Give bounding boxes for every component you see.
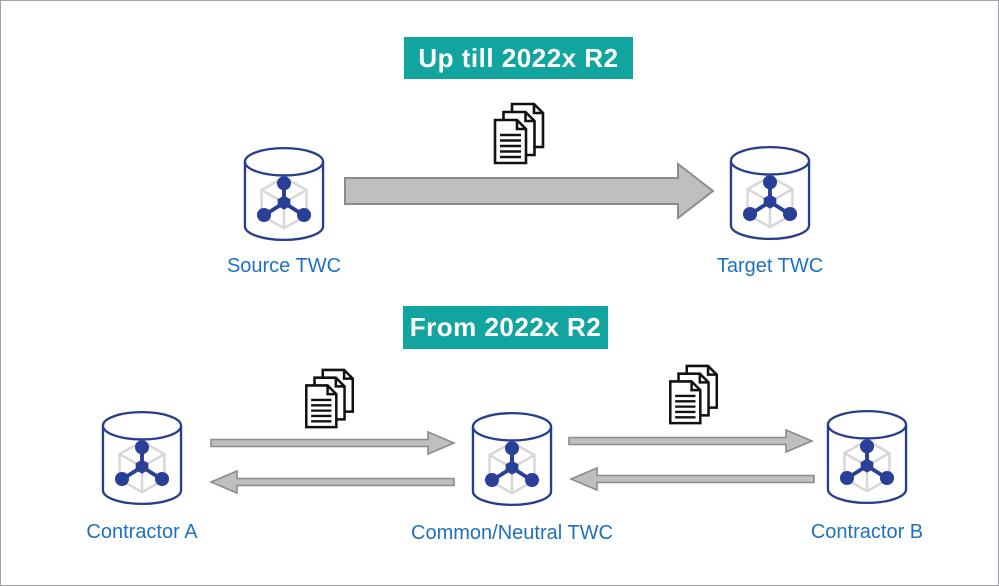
document-stack-icon xyxy=(304,368,357,430)
twc-database-icon xyxy=(826,408,908,506)
node-source-twc: Source TWC xyxy=(227,145,341,277)
node-label-common-neutral-twc: Common/Neutral TWC xyxy=(411,522,613,544)
document-stack-icon xyxy=(668,364,721,426)
arrow-contractor-a-to-common xyxy=(210,430,456,456)
node-contractor-a: Contractor A xyxy=(86,409,198,543)
node-common-neutral-twc: Common/Neutral TWC xyxy=(411,410,613,544)
twc-database-icon xyxy=(243,145,325,243)
banner-bottom: From 2022x R2 xyxy=(403,306,608,349)
twc-database-icon xyxy=(101,409,183,507)
arrow-source-to-target xyxy=(344,162,715,220)
twc-database-icon xyxy=(729,144,811,242)
node-label-source-twc: Source TWC xyxy=(226,255,342,277)
node-contractor-b: Contractor B xyxy=(811,408,923,543)
twc-database-icon xyxy=(471,410,553,508)
arrow-common-to-contractor-a xyxy=(209,469,455,495)
node-target-twc: Target TWC xyxy=(717,144,823,277)
node-label-target-twc: Target TWC xyxy=(716,255,824,277)
arrow-contractor-b-to-common xyxy=(569,466,815,492)
arrow-common-to-contractor-b xyxy=(568,428,814,454)
banner-top: Up till 2022x R2 xyxy=(404,37,633,79)
node-label-contractor-b: Contractor B xyxy=(810,521,924,543)
node-label-contractor-a: Contractor A xyxy=(86,521,198,543)
document-stack-icon xyxy=(493,102,547,166)
